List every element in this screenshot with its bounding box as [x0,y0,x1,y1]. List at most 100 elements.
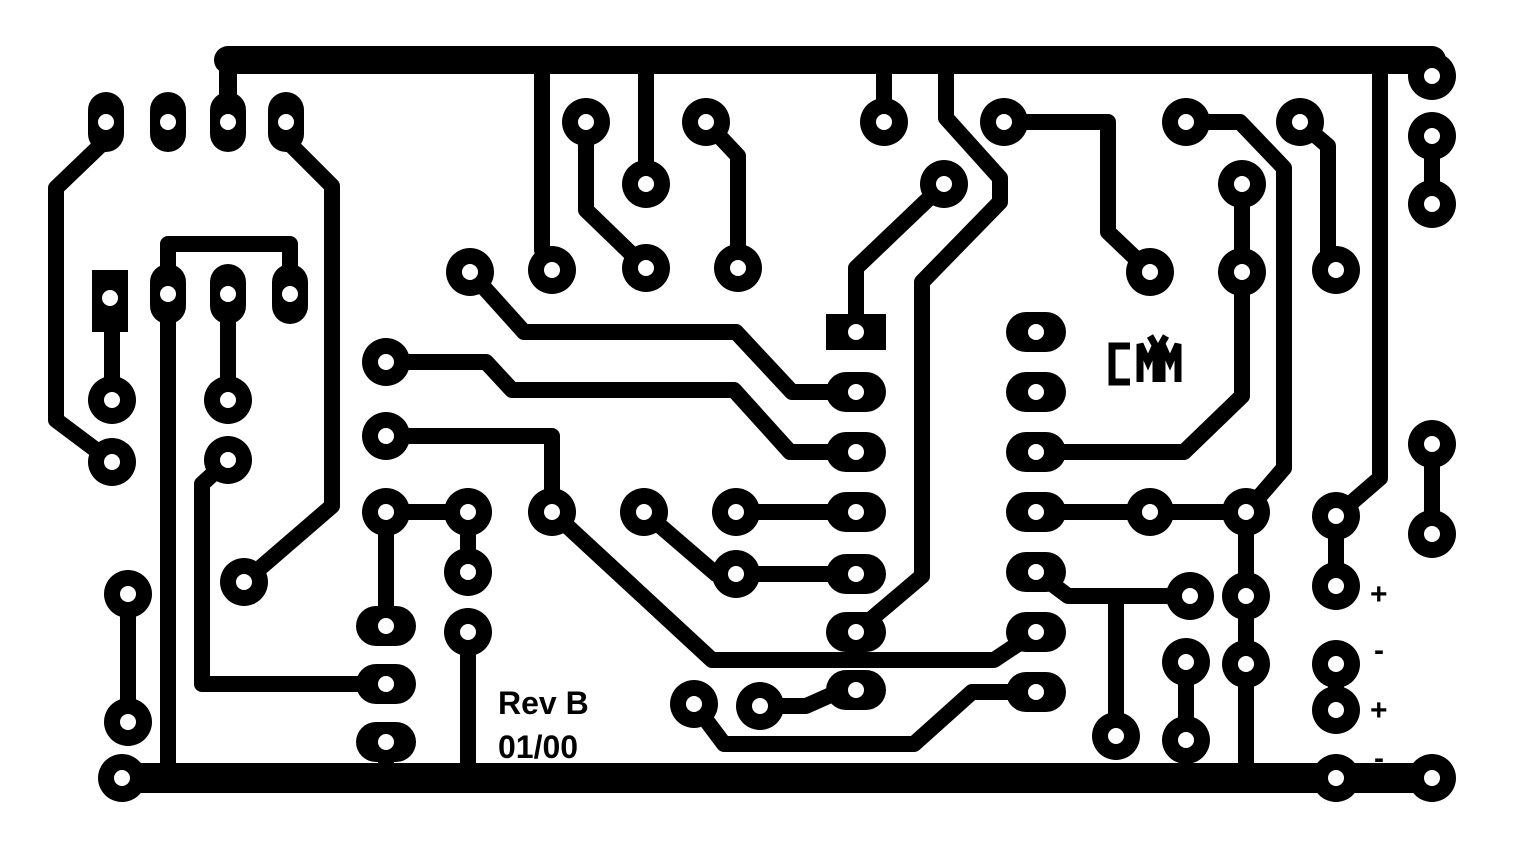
drill-hole [220,114,236,130]
drill-hole [1028,384,1044,400]
drill-hole [220,392,236,408]
trace [578,114,654,276]
drill-hole [220,452,236,468]
drill-hole [1178,114,1194,130]
drill-hole [1424,128,1440,144]
drill-hole [460,564,476,580]
drill-hole [686,696,702,712]
drill-hole [578,114,594,130]
drill-hole [1328,262,1344,278]
drill-hole [104,392,120,408]
drill-hole [1028,324,1044,340]
drill-hole [460,504,476,520]
drill-hole [462,264,478,280]
drill-hole [1328,578,1344,594]
drill-hole [636,504,652,520]
trace [378,354,864,460]
drill-hole [1424,196,1440,212]
drill-hole [1424,526,1440,542]
trace [848,176,952,334]
drill-hole [848,324,864,340]
cmm-logo [1108,334,1182,386]
trace [236,114,340,590]
trace [534,52,560,278]
date-label: 01/00 [498,729,578,765]
polarity-label-2: - [1374,634,1384,667]
polarity-label-1: + [1370,578,1388,611]
drill-hole [1234,176,1250,192]
drill-hole [1292,114,1308,130]
drill-hole [1424,770,1440,786]
trace [996,114,1158,280]
drill-hole [282,286,298,302]
drill-hole [1234,264,1250,280]
drill-hole [936,176,952,192]
drill-hole [378,504,394,520]
drill-hole [848,682,864,698]
trace [378,428,1044,668]
drill-hole [544,504,560,520]
drill-hole [1028,564,1044,580]
drill-hole [638,260,654,276]
drill-hole [638,176,654,192]
drill-hole [1108,728,1124,744]
drill-hole [1328,656,1344,672]
drill-hole [102,290,118,306]
drill-hole [1142,504,1158,520]
drill-hole [120,586,136,602]
drill-hole [848,384,864,400]
drill-hole [1424,436,1440,452]
drill-hole [378,676,394,692]
drill-hole [730,260,746,276]
drill-hole [544,262,560,278]
drill-hole [1182,588,1198,604]
drill-hole [1142,264,1158,280]
drill-hole [120,714,136,730]
trace [848,52,1008,640]
drill-hole [278,114,294,130]
drill-hole [1238,656,1254,672]
revision-label: Rev B [498,685,589,721]
drill-hole [1028,444,1044,460]
drill-hole [848,566,864,582]
drill-hole [460,624,476,640]
pads [88,52,1456,802]
drill-hole [160,114,176,130]
drill-hole [160,286,176,302]
drill-hole [236,574,252,590]
drill-hole [1328,770,1344,786]
drill-hole [996,114,1012,130]
drill-hole [1028,684,1044,700]
drill-hole [220,286,236,302]
polarity-label-4: - [1374,742,1384,775]
drill-hole [1328,702,1344,718]
drill-hole [1238,588,1254,604]
drill-hole [114,770,130,786]
drill-hole [378,354,394,370]
trace [1028,176,1250,460]
drill-hole [1028,504,1044,520]
drill-hole [378,734,394,750]
drill-hole [1238,504,1254,520]
drill-hole [752,698,768,714]
drill-hole [1424,68,1440,84]
trace [1178,114,1292,520]
drill-hole [1178,732,1194,748]
drill-hole [1028,624,1044,640]
drill-hole [1328,508,1344,524]
drill-hole [698,114,714,130]
drill-hole [98,114,114,130]
drill-hole [848,624,864,640]
drill-hole [104,454,120,470]
drill-hole [876,114,892,130]
trace [686,684,1044,752]
drill-hole [378,618,394,634]
drill-hole [728,566,744,582]
drill-hole [848,444,864,460]
drill-hole [848,504,864,520]
drill-hole [1178,654,1194,670]
polarity-label-3: + [1370,694,1388,727]
trace [462,264,864,400]
labels: Rev B 01/00 + - + - [498,578,1388,775]
